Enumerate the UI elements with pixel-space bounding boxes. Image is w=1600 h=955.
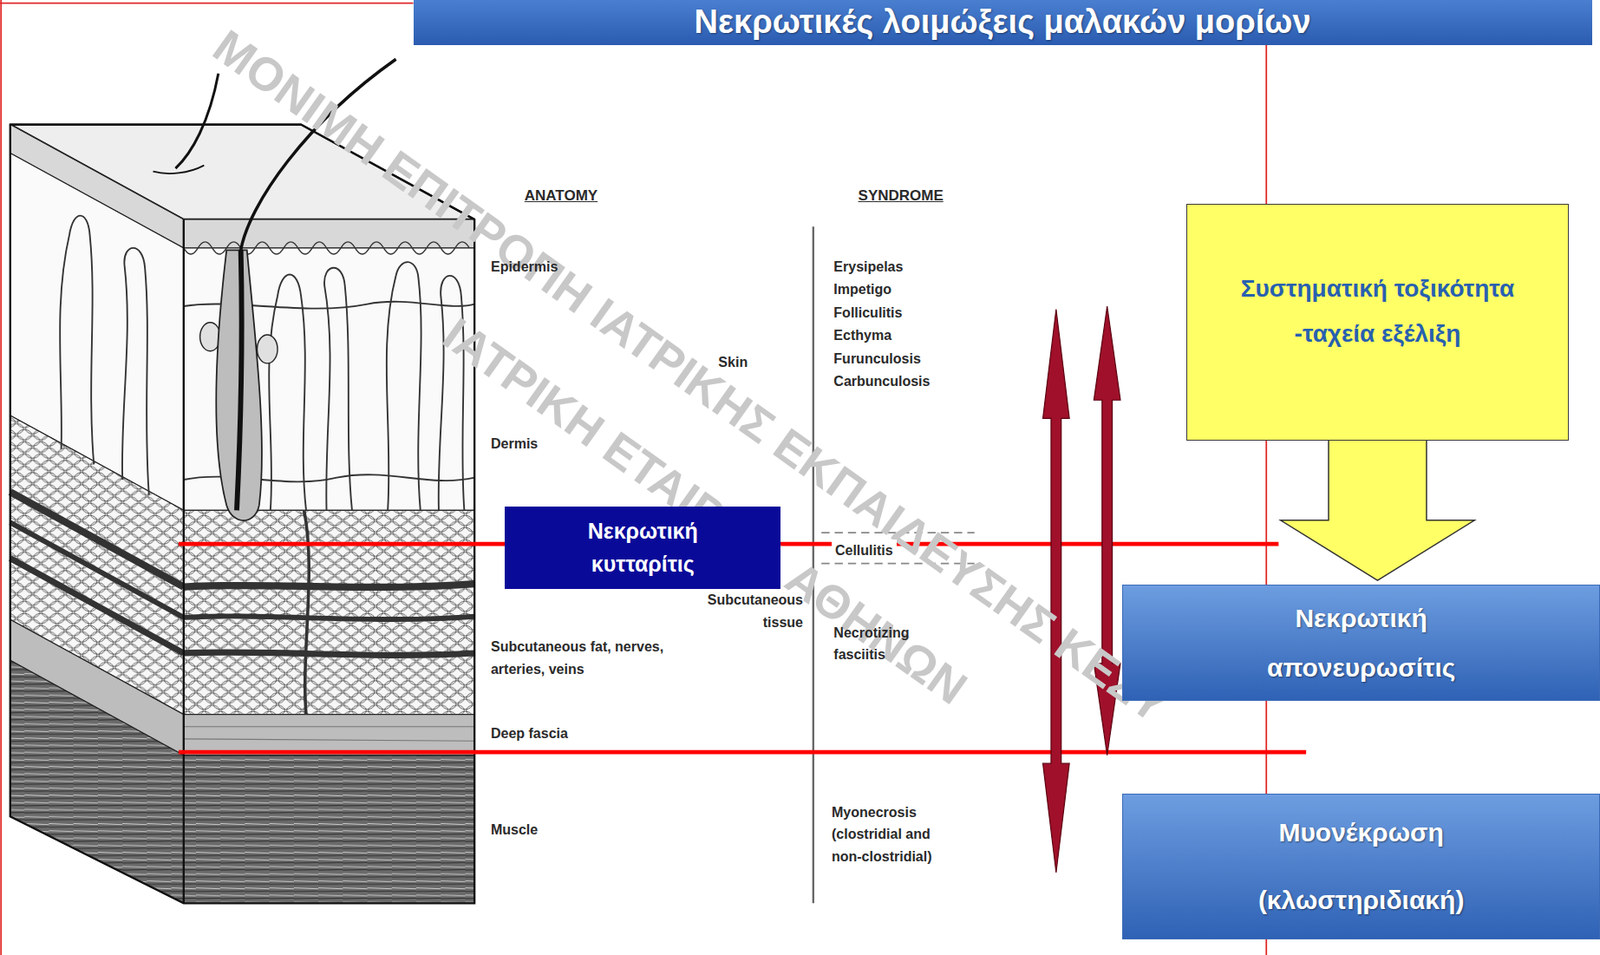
syndrome-band: Μυονέκρωση (κλωστηριδιακή) xyxy=(1122,793,1600,940)
title-text: Νεκρωτικές λοιμώξεις μαλακών μορίων xyxy=(693,2,1311,43)
frame-line xyxy=(1265,0,1267,955)
vessel-loop xyxy=(324,267,353,511)
fascia-layer xyxy=(183,714,475,756)
syndrome-label: Ecthyma xyxy=(833,324,892,347)
anatomy-label: Subcutaneous tissue xyxy=(685,588,804,634)
callout-box: Συστηματική τοξικότητα -ταχεία εξέλιξη xyxy=(1186,203,1568,441)
block-edge xyxy=(182,219,185,903)
anatomy-label: Epidermis xyxy=(490,255,558,279)
vessel-loop xyxy=(268,274,307,511)
level-line xyxy=(178,750,1307,755)
title-banner: Νεκρωτικές λοιμώξεις μαλακών μορίων xyxy=(413,0,1593,46)
callout-arrow xyxy=(1280,439,1476,581)
syndrome-label: Necrotizing fasciitis xyxy=(833,621,931,667)
anatomy-label: Deep fascia xyxy=(490,722,569,745)
vein-band xyxy=(10,558,184,654)
column-header: ANATOMY xyxy=(524,183,598,208)
syndrome-label: Erysipelas xyxy=(833,255,903,279)
syndrome-label: Folliculitis xyxy=(833,301,902,325)
muscle-layer xyxy=(183,755,475,904)
watermark: ΜΟΝΙΜΗ ΕΠΙΤΡΟΠΗ ΙΑΤΡΙΚΗΣ ΕΚΠΑΙΔΕΥΣΗΣ ΚΕΣ… xyxy=(205,21,1176,731)
epidermis-layer xyxy=(183,219,475,249)
node-label: Μυονέκρωση (κλωστηριδιακή) xyxy=(1235,798,1488,934)
frame-line xyxy=(0,2,414,5)
skin-crease xyxy=(152,165,204,174)
block-outline xyxy=(10,124,475,904)
node-label: Νεκρωτική απονευρωσίτις xyxy=(1218,593,1505,693)
syndrome-band: Νεκρωτική απονευρωσίτις xyxy=(1122,584,1600,701)
syndrome-label: Myonecrosis (clostridial and non-clostri… xyxy=(831,801,964,869)
anatomy-label: Muscle xyxy=(490,818,538,842)
muscle-layer xyxy=(10,659,184,903)
illustration-group xyxy=(0,0,1307,955)
fat-layer xyxy=(183,509,475,714)
node-label: Νεκρωτική κυτταρίτις xyxy=(555,514,730,582)
artery-band xyxy=(183,615,475,620)
hair-root xyxy=(236,249,242,510)
anatomy-label: Dermis xyxy=(490,432,538,456)
anatomy-label: Subcutaneous fat, nerves, arteries, vein… xyxy=(490,635,678,680)
vessel-loop xyxy=(438,275,465,511)
node-label: Συστηματική τοξικότητα -ταχεία εξέλιξη xyxy=(1234,266,1521,357)
frame-line xyxy=(0,0,2,955)
vessel-loop xyxy=(386,261,422,510)
nerve-band xyxy=(183,583,475,588)
sebaceous-gland xyxy=(257,334,279,364)
syndrome-label: Carbunculosis xyxy=(833,370,930,393)
vessel-loop xyxy=(59,215,94,465)
hair-shaft xyxy=(175,73,218,169)
extent-arrow xyxy=(1043,309,1071,874)
perforating-vessel xyxy=(304,509,310,714)
syndrome-box: Νεκρωτική κυτταρίτις xyxy=(504,506,781,589)
syndrome-label: Impetigo xyxy=(833,278,892,301)
fascia-fibre xyxy=(183,726,475,741)
column-header: SYNDROME xyxy=(858,183,944,208)
syndrome-label: Furunculosis xyxy=(833,347,921,371)
syndrome-label: Cellulitis xyxy=(831,539,897,562)
vein-band xyxy=(183,652,475,655)
hair-follicle xyxy=(215,249,262,521)
anatomy-label: Skin xyxy=(718,351,748,374)
vessel-loop xyxy=(122,248,150,496)
